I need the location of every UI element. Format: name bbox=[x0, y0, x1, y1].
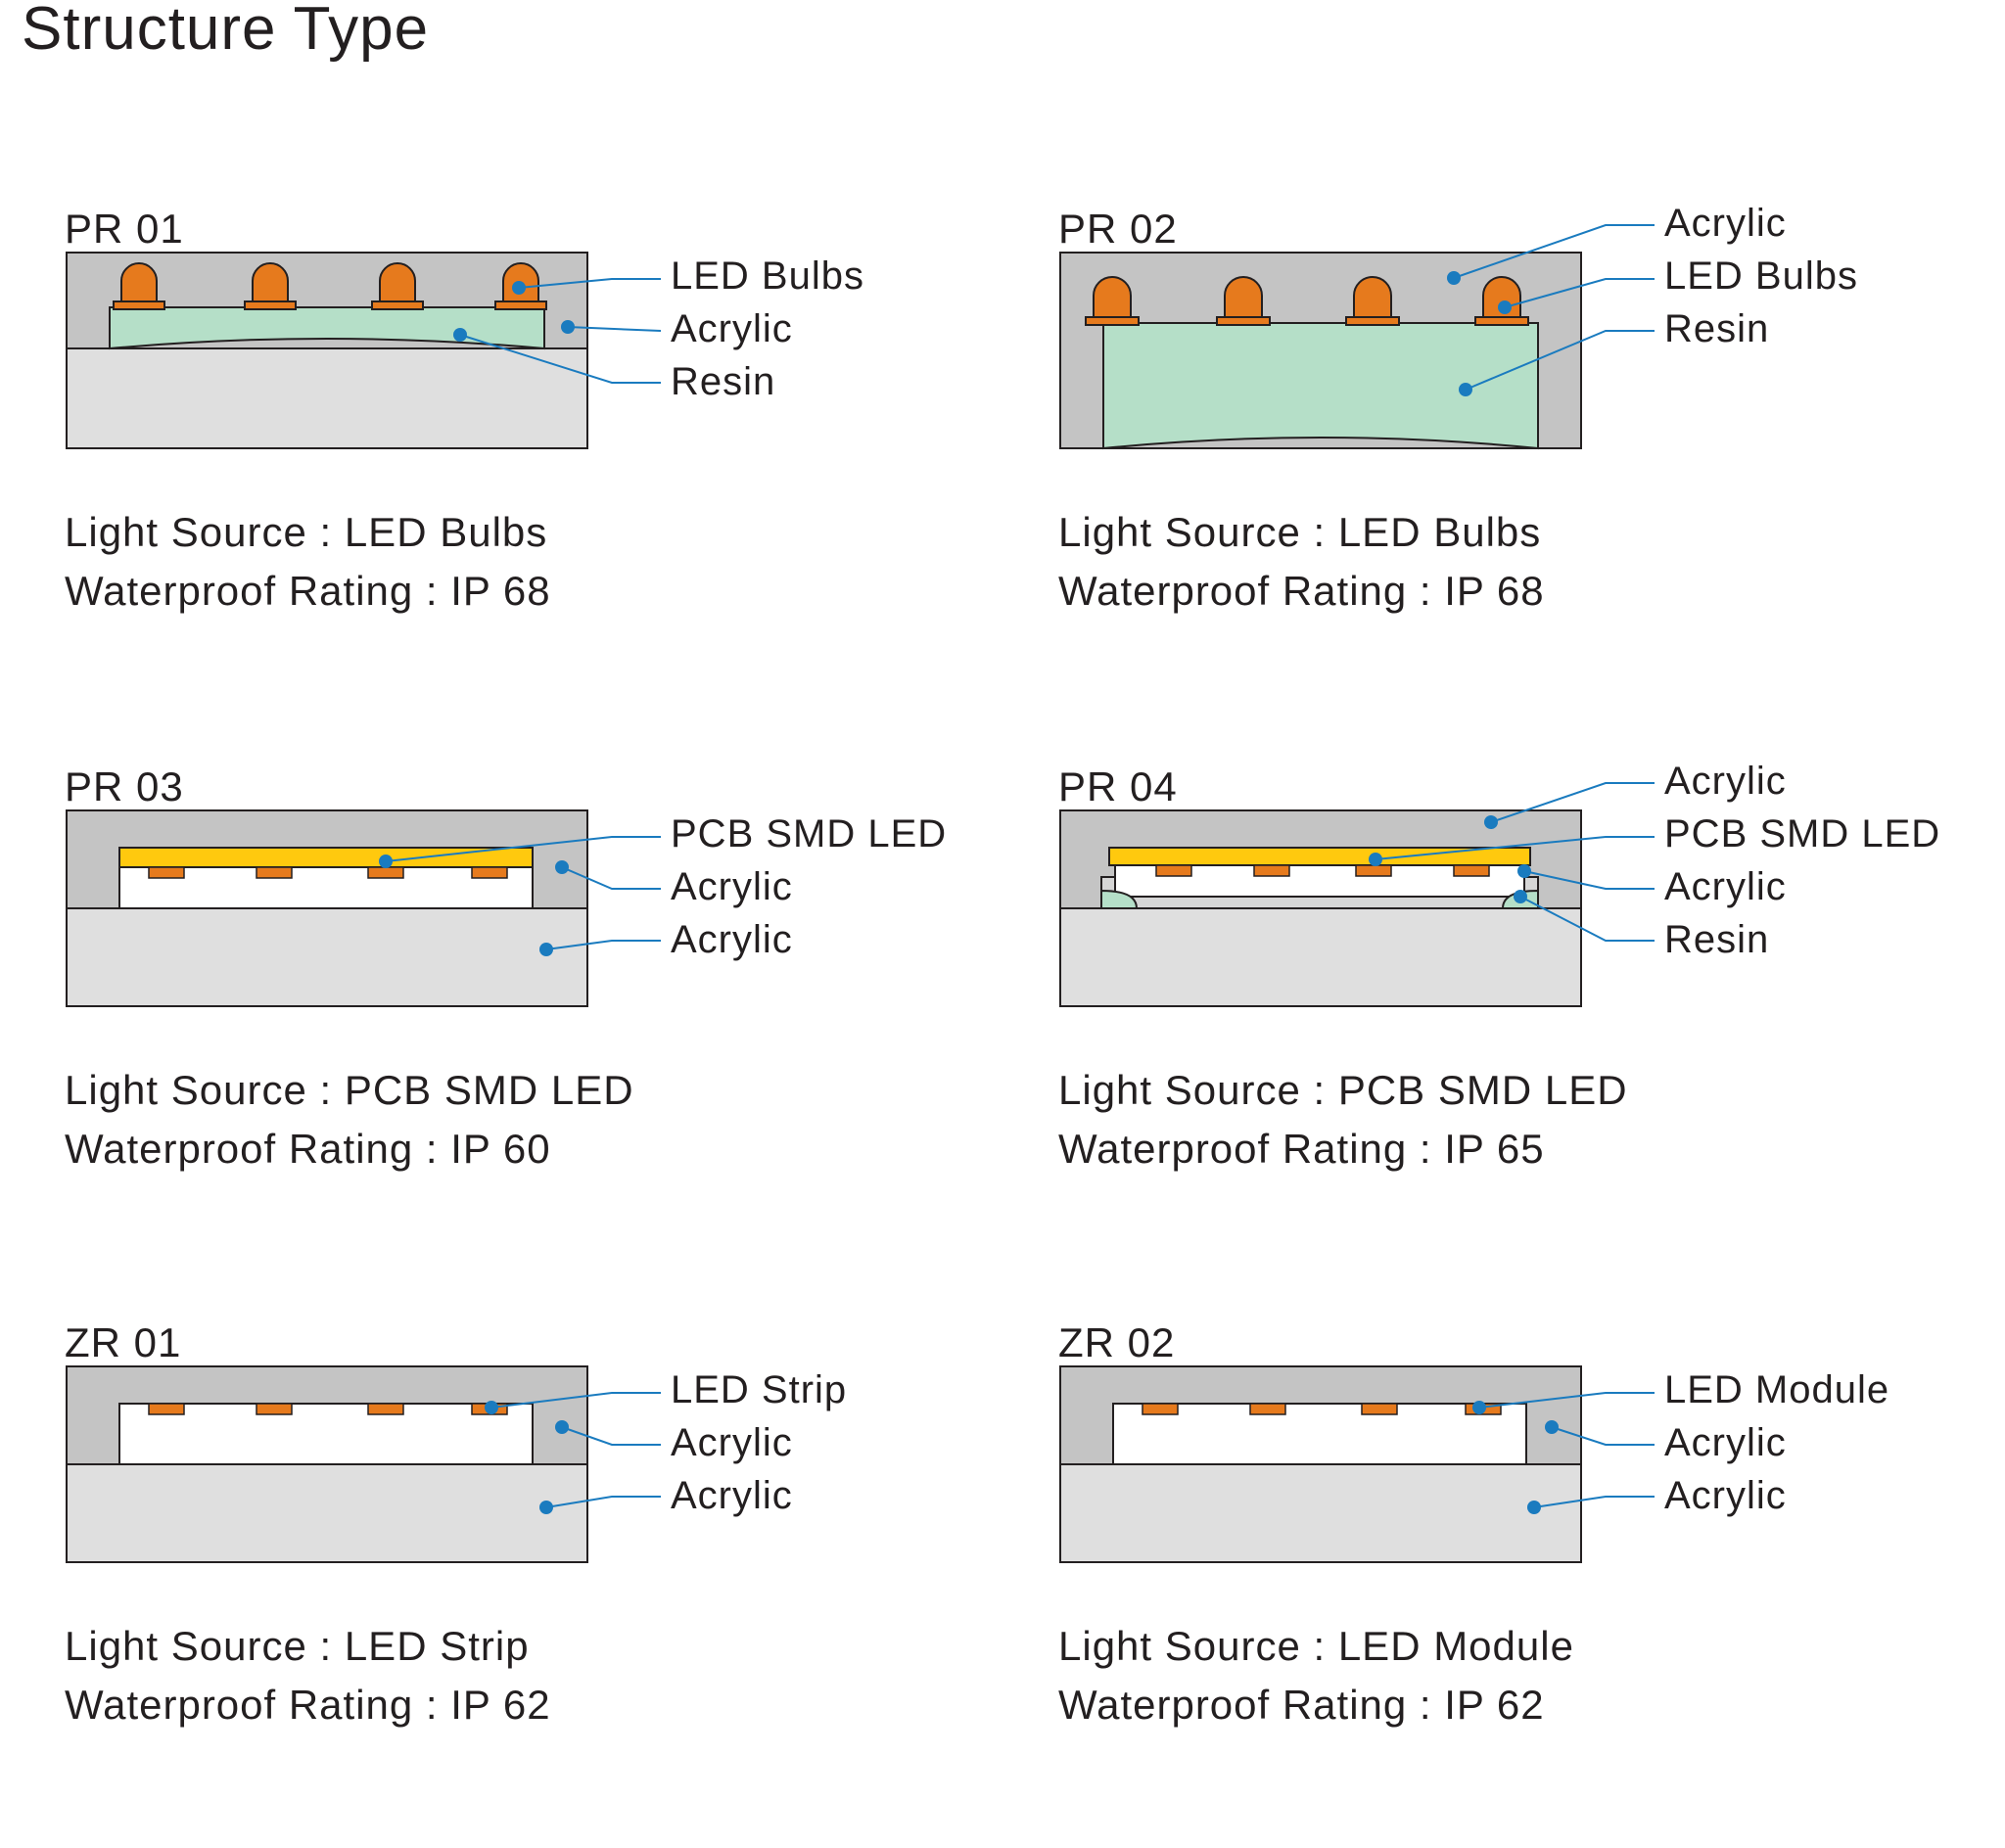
leader-lines bbox=[1478, 1392, 1655, 1508]
callout-label: LED Module bbox=[1664, 1368, 1890, 1411]
led-bulb bbox=[1085, 276, 1140, 326]
callout-label: Resin bbox=[671, 360, 776, 403]
leader-dots bbox=[1447, 271, 1512, 396]
leader-dots bbox=[1472, 1401, 1559, 1514]
panel-pr02: PR 02 Acrylic LED Bulbs Resin Light Sour… bbox=[1013, 186, 1953, 734]
callout-label: Acrylic bbox=[671, 1474, 793, 1517]
led-bulb bbox=[244, 262, 297, 310]
callout-label: Acrylic bbox=[671, 307, 793, 350]
cross-section-diagram bbox=[66, 1365, 661, 1563]
callout-label: Acrylic bbox=[1664, 1421, 1787, 1464]
smd-chip bbox=[471, 866, 508, 879]
resin-layer bbox=[109, 306, 545, 350]
leader-dots bbox=[379, 855, 569, 956]
smd-chip bbox=[1355, 864, 1392, 877]
pcb-board bbox=[1108, 847, 1531, 866]
page-title: Structure Type bbox=[22, 0, 430, 63]
led-bulb bbox=[1474, 276, 1529, 326]
panel-code: PR 04 bbox=[1058, 763, 1178, 809]
panel-pr03: PR 03 PCB SMD LED Acrylic Acrylic Light … bbox=[20, 744, 959, 1292]
led-bulb bbox=[371, 262, 424, 310]
panel-pr01: PR 01 LED Bulbs Acrylic Resin Light Sour… bbox=[20, 186, 959, 734]
acrylic-base bbox=[66, 1463, 588, 1563]
callout-label: LED Bulbs bbox=[1664, 254, 1858, 298]
led-bulb bbox=[113, 262, 165, 310]
led-bulb bbox=[1345, 276, 1400, 326]
acrylic-base bbox=[1059, 907, 1582, 1007]
leader-lines bbox=[385, 836, 661, 950]
cross-section-diagram bbox=[1059, 224, 1655, 450]
smd-chip bbox=[367, 866, 404, 879]
panel-code: PR 03 bbox=[65, 763, 184, 809]
inner-cavity bbox=[118, 1403, 534, 1465]
acrylic-base bbox=[1059, 1463, 1582, 1563]
resin-layer bbox=[1102, 322, 1539, 450]
callout-label: Acrylic bbox=[671, 1421, 793, 1464]
cross-section-diagram bbox=[66, 809, 661, 1007]
waterproof-rating-text: Waterproof Rating : IP 68 bbox=[1058, 568, 1545, 614]
led-bulb bbox=[1216, 276, 1271, 326]
led-chip bbox=[256, 1403, 293, 1415]
callout-label: PCB SMD LED bbox=[671, 812, 948, 855]
acrylic-base bbox=[66, 347, 588, 449]
leader-lines bbox=[490, 1392, 661, 1508]
panel-code: PR 02 bbox=[1058, 206, 1178, 252]
leader-lines bbox=[1375, 782, 1655, 942]
panel-code: PR 01 bbox=[65, 206, 184, 252]
pcb-board bbox=[118, 847, 534, 868]
panel-zr02: ZR 02 LED Module Acrylic Acrylic Light S… bbox=[1013, 1300, 1953, 1848]
leader-dots bbox=[485, 1401, 569, 1514]
smd-chip bbox=[1253, 864, 1290, 877]
callout-label: Acrylic bbox=[1664, 865, 1787, 908]
waterproof-rating-text: Waterproof Rating : IP 62 bbox=[65, 1682, 551, 1728]
callout-label: Acrylic bbox=[671, 918, 793, 961]
smd-chip bbox=[1155, 864, 1192, 877]
waterproof-rating-text: Waterproof Rating : IP 65 bbox=[1058, 1126, 1545, 1172]
panel-code: ZR 01 bbox=[65, 1319, 182, 1365]
panel-pr04: PR 04 Acrylic PCB SMD LED Acrylic Resin … bbox=[1013, 744, 1953, 1292]
light-source-text: Light Source : LED Strip bbox=[65, 1623, 530, 1669]
callout-label: Resin bbox=[1664, 918, 1770, 961]
smd-chip bbox=[256, 866, 293, 879]
acrylic-base bbox=[66, 907, 588, 1007]
callout-label: LED Bulbs bbox=[671, 254, 864, 298]
resin-fill bbox=[1100, 889, 1139, 909]
led-chip bbox=[1142, 1403, 1179, 1415]
leader-dots bbox=[453, 281, 575, 342]
waterproof-rating-text: Waterproof Rating : IP 62 bbox=[1058, 1682, 1545, 1728]
led-chip bbox=[148, 1403, 185, 1415]
leader-lines bbox=[1453, 224, 1655, 391]
light-source-text: Light Source : LED Bulbs bbox=[1058, 509, 1542, 555]
callout-label: LED Strip bbox=[671, 1368, 848, 1411]
callout-label: Acrylic bbox=[1664, 202, 1787, 245]
waterproof-rating-text: Waterproof Rating : IP 60 bbox=[65, 1126, 551, 1172]
light-source-text: Light Source : PCB SMD LED bbox=[1058, 1067, 1628, 1113]
panel-zr01: ZR 01 LED Strip Acrylic Acrylic Light So… bbox=[20, 1300, 959, 1848]
light-source-text: Light Source : LED Module bbox=[1058, 1623, 1574, 1669]
leader-lines bbox=[459, 278, 662, 384]
light-source-text: Light Source : PCB SMD LED bbox=[65, 1067, 634, 1113]
waterproof-rating-text: Waterproof Rating : IP 68 bbox=[65, 568, 551, 614]
cross-section-diagram bbox=[1059, 1365, 1655, 1563]
callout-label: Acrylic bbox=[671, 865, 793, 908]
led-chip bbox=[1249, 1403, 1286, 1415]
callout-label: Acrylic bbox=[1664, 1474, 1787, 1517]
cross-section-diagram bbox=[1059, 782, 1655, 1007]
callout-label: Resin bbox=[1664, 307, 1770, 350]
panel-code: ZR 02 bbox=[1058, 1319, 1176, 1365]
callout-label: Acrylic bbox=[1664, 760, 1787, 803]
led-chip bbox=[367, 1403, 404, 1415]
cross-section-diagram bbox=[66, 252, 662, 449]
callout-label: PCB SMD LED bbox=[1664, 812, 1941, 855]
smd-chip bbox=[148, 866, 185, 879]
leader-dots bbox=[1369, 815, 1531, 903]
light-source-text: Light Source : LED Bulbs bbox=[65, 509, 548, 555]
smd-chip bbox=[1453, 864, 1490, 877]
led-chip bbox=[1361, 1403, 1398, 1415]
